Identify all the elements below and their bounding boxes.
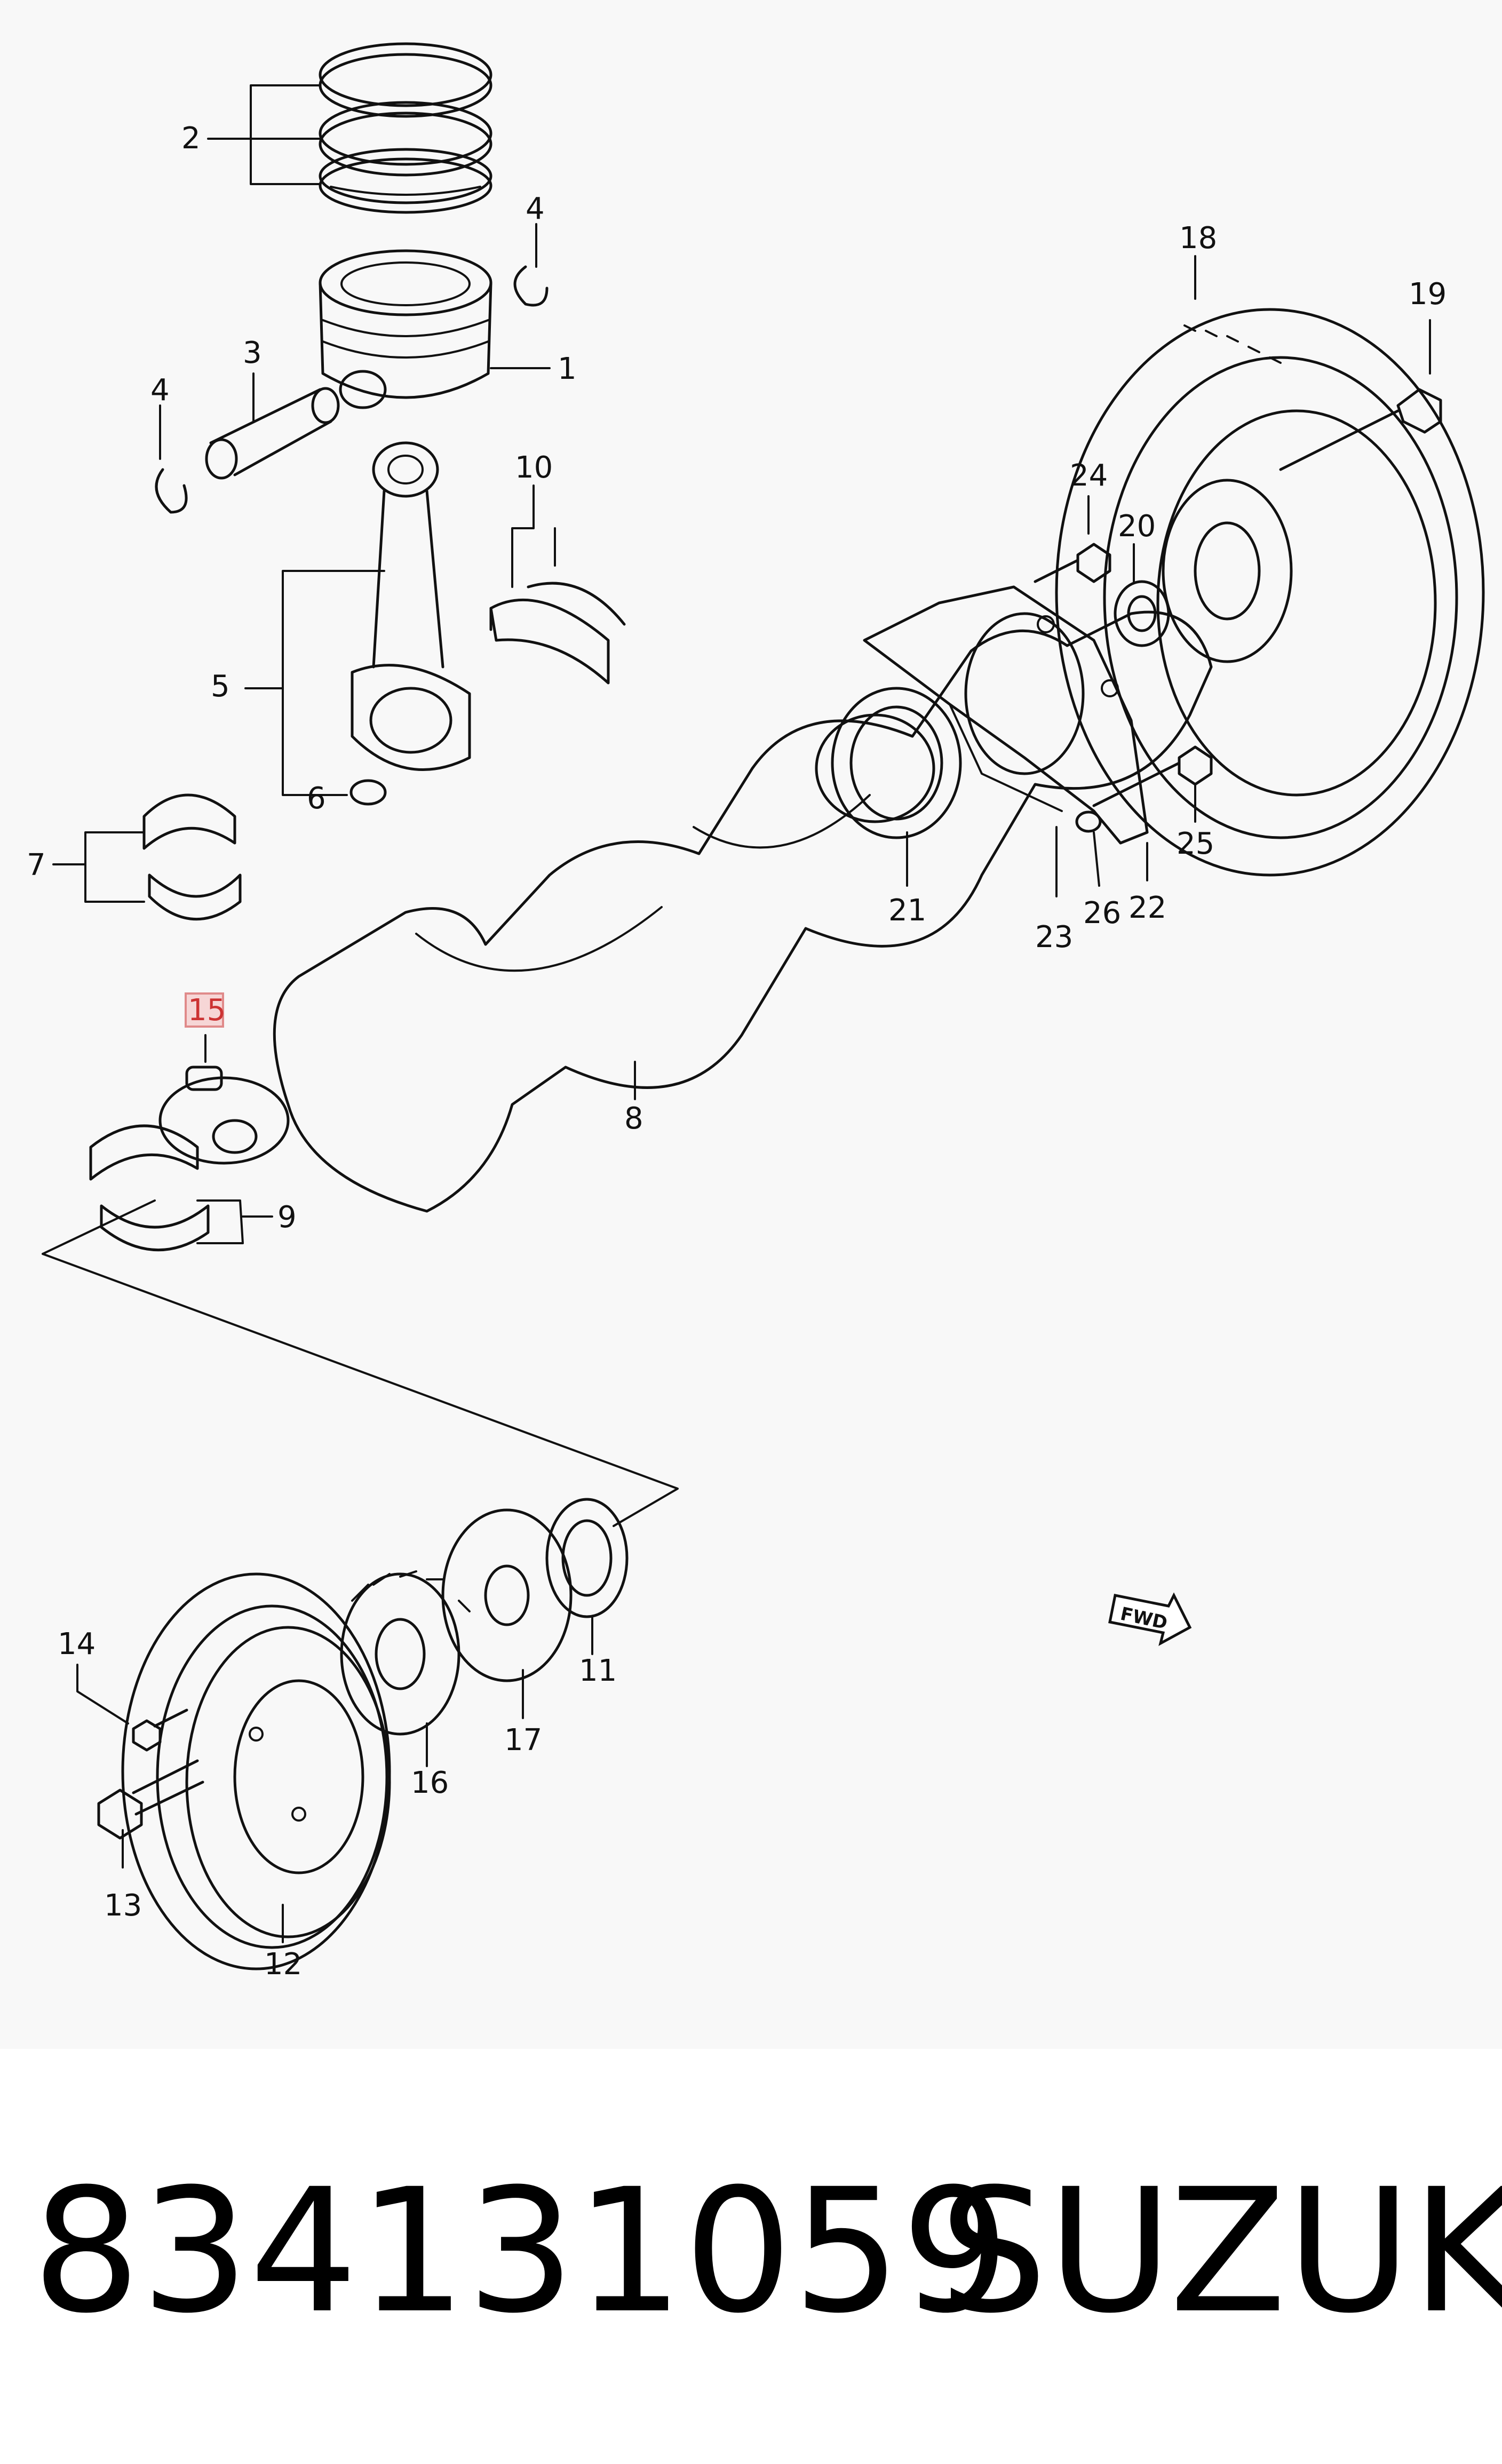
part-number: 834131059 <box>32 2152 1010 2351</box>
crankshaft-pulley <box>121 1572 391 1970</box>
rear-oil-seal <box>831 687 962 839</box>
main-bearing-upper <box>142 793 242 921</box>
flywheel-bolt <box>1279 388 1442 471</box>
callout-5: 5 <box>211 669 230 704</box>
callout-15: 15 <box>188 993 226 1028</box>
main-bearing-lower <box>89 1124 210 1252</box>
callout-19: 19 <box>1409 277 1447 312</box>
callout-13: 13 <box>104 1888 142 1923</box>
callout-9: 9 <box>277 1200 297 1235</box>
housing-bolt-lower <box>1092 745 1213 807</box>
seal-housing <box>863 585 1149 845</box>
brand-name: SUZUKI <box>939 2152 1502 2351</box>
crank-key <box>185 1066 223 1091</box>
footer: 834131059 SUZUKI <box>0 2049 1502 2464</box>
callouts: 2 1 3 4 4 5 6 7 8 9 10 11 12 13 14 15 16… <box>27 121 1447 1982</box>
piston-pin <box>205 387 340 480</box>
callout-23: 23 <box>1035 920 1073 955</box>
callout-7: 7 <box>27 848 46 883</box>
callout-22: 22 <box>1129 891 1166 925</box>
callout-25: 25 <box>1177 826 1214 861</box>
callout-1: 1 <box>558 352 577 386</box>
callout-11: 11 <box>579 1654 617 1688</box>
callout-12: 12 <box>264 1947 302 1982</box>
parts-diagram: FWD 2 1 3 4 4 5 6 <box>27 42 1485 1982</box>
assembly-guide-line <box>42 1199 679 1527</box>
callout-6: 6 <box>307 781 326 816</box>
fwd-arrow: FWD <box>1108 1592 1192 1646</box>
callout-10: 10 <box>515 450 553 485</box>
callout-14: 14 <box>58 1627 96 1662</box>
callout-8: 8 <box>624 1101 643 1136</box>
callout-17: 17 <box>504 1723 542 1758</box>
pulley-bolt-small <box>132 1708 188 1752</box>
circlip-left <box>155 468 188 514</box>
connecting-rod <box>349 441 471 806</box>
callout-26: 26 <box>1083 896 1121 931</box>
flywheel <box>1055 308 1485 877</box>
timing-belt-pulley <box>340 1570 471 1736</box>
callout-20: 20 <box>1118 509 1156 544</box>
crankshaft-exploded-view: FWD 2 1 3 4 4 5 6 <box>27 42 1485 1982</box>
dowel-pin <box>1075 810 1102 833</box>
housing-bolt-upper <box>1034 543 1111 583</box>
rod-bearing <box>489 582 626 685</box>
callout-2: 2 <box>181 121 201 156</box>
callout-21: 21 <box>888 893 926 928</box>
callout-4-right: 4 <box>526 192 545 226</box>
piston-rings <box>319 42 492 214</box>
callout-3: 3 <box>243 336 262 370</box>
callout-4-left: 4 <box>150 373 170 408</box>
piston <box>319 249 492 409</box>
callout-15-highlight <box>185 992 224 1028</box>
leader-lines <box>52 84 1431 1943</box>
pilot-bearing <box>1114 580 1170 647</box>
front-oil-seal <box>545 1498 629 1618</box>
crankshaft <box>158 610 1213 1213</box>
callout-24: 24 <box>1070 458 1108 493</box>
circlip-right <box>513 265 549 307</box>
crank-pulley-bolt <box>97 1759 204 1840</box>
callout-16: 16 <box>411 1766 449 1800</box>
callout-18: 18 <box>1179 221 1217 256</box>
belt-guide-plate <box>441 1508 573 1682</box>
